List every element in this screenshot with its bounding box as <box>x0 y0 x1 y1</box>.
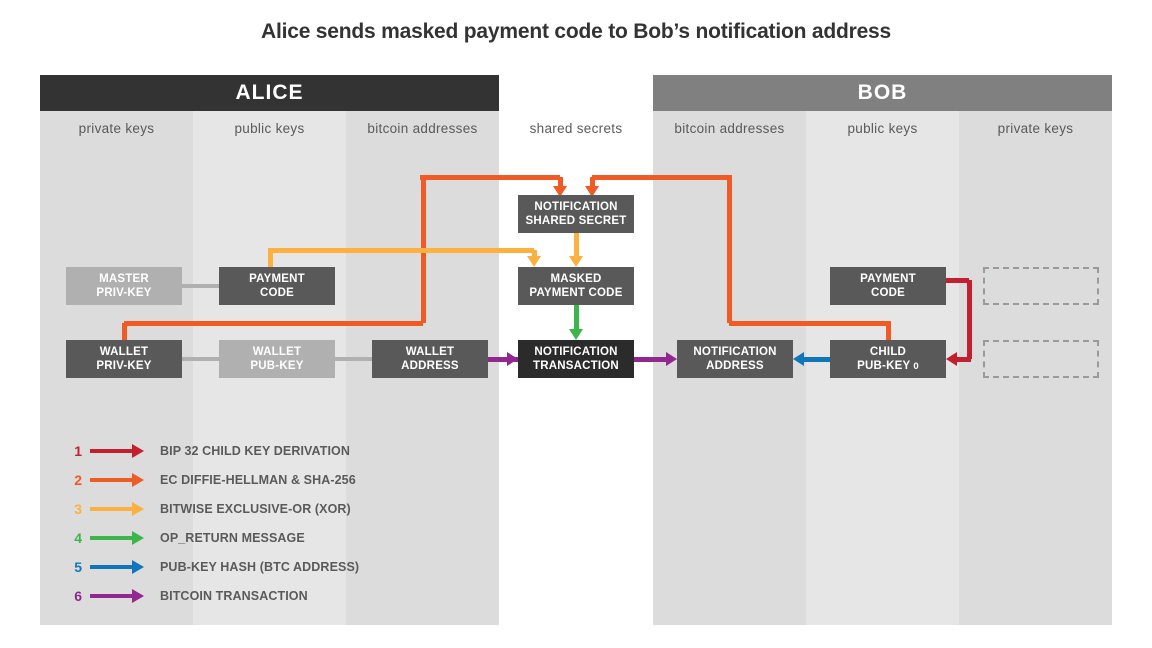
legend-line-2 <box>90 478 134 482</box>
legend-arrowhead-3 <box>132 502 144 516</box>
legend-line-6 <box>90 594 134 598</box>
transaction-run-alice <box>488 356 518 362</box>
xor-code-riser <box>267 250 273 267</box>
pubkeyhash-arrowhead <box>793 352 804 366</box>
bip32-run-bottom <box>956 356 971 362</box>
xor-secret-arrowhead <box>569 256 583 267</box>
transaction-arrowhead-bob <box>666 352 677 366</box>
legend-arrowhead-4 <box>132 531 144 545</box>
legend-number-6: 6 <box>74 588 82 604</box>
column-caption-2-bitcoin-addresses: bitcoin addresses <box>367 121 478 136</box>
node-bob-ghost-priv-key-1 <box>983 267 1099 305</box>
legend-label-5: PUB-KEY HASH (BTC ADDRESS) <box>160 560 360 574</box>
ecdh-bob-arrowhead <box>585 186 599 197</box>
xor-secret-drop <box>573 233 579 257</box>
ecdh-bob-run <box>729 320 891 326</box>
xor-code-run <box>268 247 534 253</box>
ecdh-bob-top-run <box>592 174 732 180</box>
party-header-bob: BOB <box>653 75 1112 111</box>
column-caption-0-private-keys: private keys <box>78 121 155 136</box>
ecdh-alice-run <box>124 320 423 326</box>
legend-line-1 <box>90 449 134 453</box>
legend-number-2: 2 <box>74 472 82 488</box>
opreturn-drop <box>573 305 579 330</box>
party-header-alice: ALICE <box>40 75 499 111</box>
connector-wallet-priv-to-pub <box>182 357 219 361</box>
column-caption-6-private-keys: private keys <box>997 121 1074 136</box>
ecdh-alice-drop <box>557 177 563 187</box>
ecdh-alice-top-run <box>420 174 560 180</box>
xor-code-drop <box>531 250 537 257</box>
bip32-run-top <box>946 277 969 283</box>
connector-wallet-pub-to-address <box>335 357 372 361</box>
bip32-arrowhead <box>946 352 957 366</box>
legend-label-4: OP_RETURN MESSAGE <box>160 531 305 545</box>
node-subscript-bob-child-pub-key: 0 <box>913 360 919 372</box>
page-title: Alice sends masked payment code to Bob’s… <box>260 20 892 43</box>
transaction-arrowhead-alice <box>507 352 518 366</box>
legend-label-2: EC DIFFIE-HELLMAN & SHA-256 <box>160 473 356 487</box>
ecdh-alice-arrowhead <box>553 186 567 197</box>
legend-arrowhead-6 <box>132 589 144 603</box>
connector-master-to-payment-code <box>182 284 219 288</box>
column-caption-5-public-keys: public keys <box>847 121 918 136</box>
legend-line-4 <box>90 536 134 540</box>
ecdh-bob-drop <box>589 177 595 187</box>
xor-code-arrowhead <box>527 256 541 267</box>
legend-number-1: 1 <box>74 443 82 459</box>
legend-arrowhead-2 <box>132 473 144 487</box>
legend-label-6: BITCOIN TRANSACTION <box>160 589 308 603</box>
ecdh-bob-climb <box>726 177 732 323</box>
legend-label-1: BIP 32 CHILD KEY DERIVATION <box>160 444 351 458</box>
bip32-drop <box>966 280 972 359</box>
legend-arrowhead-5 <box>132 560 144 574</box>
node-bob-ghost-priv-key-2 <box>983 340 1099 378</box>
protocol-diagram: ALICE BOB private keys public keys bitcoin … <box>40 75 1112 625</box>
legend-number-3: 3 <box>74 501 82 517</box>
legend-arrowhead-1 <box>132 444 144 458</box>
legend-line-5 <box>90 565 134 569</box>
transaction-run-bob <box>634 356 667 362</box>
column-caption-3-shared-secrets: shared secrets <box>529 121 623 136</box>
legend-number-4: 4 <box>74 530 82 546</box>
legend-label-3: BITWISE EXCLUSIVE-OR (XOR) <box>160 502 351 516</box>
column-caption-1-public-keys: public keys <box>234 121 305 136</box>
opreturn-arrowhead <box>569 329 583 340</box>
pubkeyhash-run <box>803 356 830 362</box>
column-caption-4-bitcoin-addresses: bitcoin addresses <box>674 121 785 136</box>
legend-number-5: 5 <box>74 559 82 575</box>
legend-line-3 <box>90 507 134 511</box>
